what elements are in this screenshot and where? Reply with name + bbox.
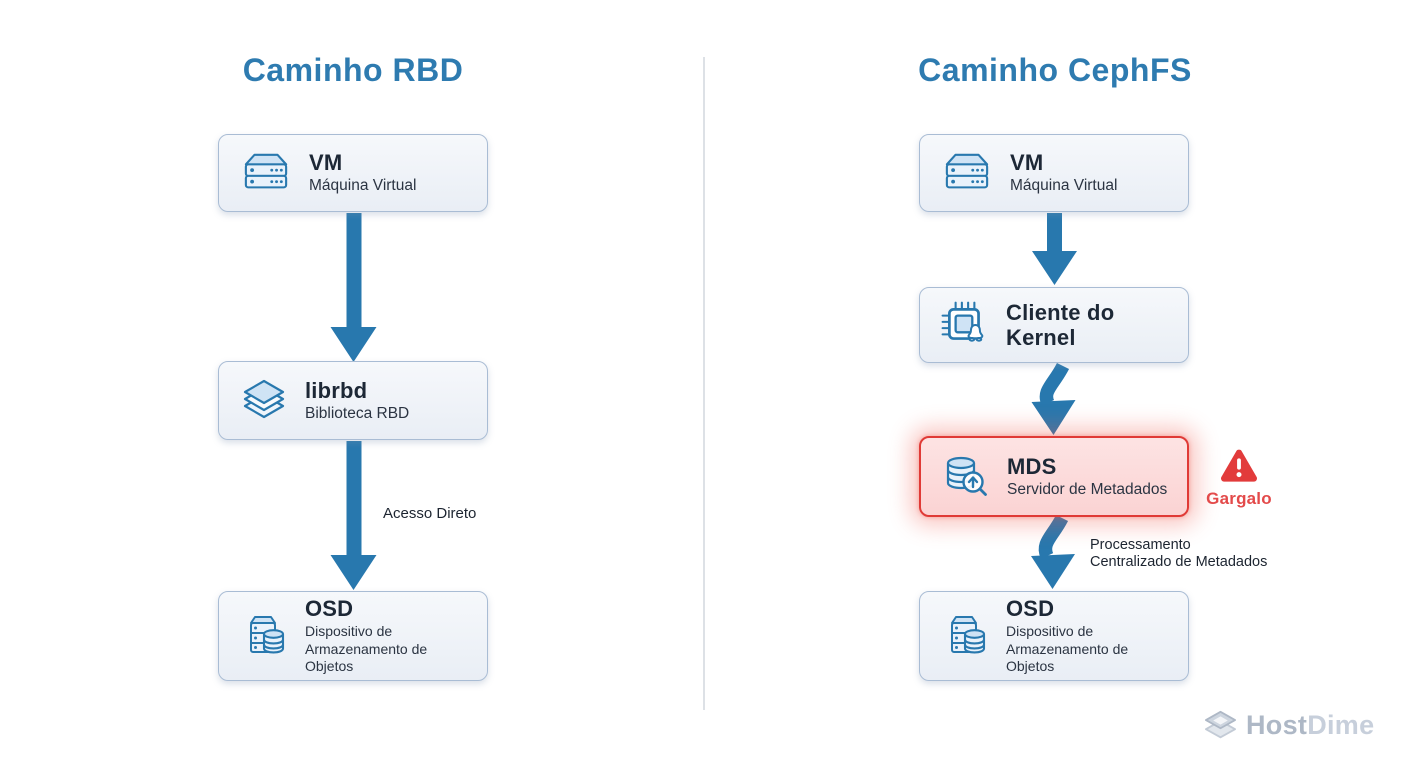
brand-part2: Dime [1307, 710, 1375, 740]
stacked-layers-icon [1205, 710, 1236, 738]
chip-linux-icon [941, 301, 984, 342]
server-database-icon [951, 616, 986, 654]
node-title: librbd [305, 377, 368, 403]
bottleneck-label: Gargalo [1206, 489, 1272, 508]
node-subtitle-line2: Armazenamento de Objetos [1006, 640, 1129, 675]
edge-label-direct-access: Acesso Direto [383, 505, 477, 522]
node-subtitle-line1: Dispositivo de [305, 623, 393, 640]
node-subtitle: Máquina Virtual [309, 177, 417, 195]
brand-part1: Host [1246, 710, 1308, 740]
column-divider [703, 57, 705, 710]
layers-icon [243, 379, 285, 418]
node-subtitle: Biblioteca RBD [305, 404, 410, 422]
node-title: MDS [1007, 453, 1057, 479]
right-column-title: Caminho CephFS [918, 52, 1192, 88]
node-title: OSD [1006, 596, 1055, 622]
node-title: VM [309, 150, 343, 176]
node-title: VM [1010, 150, 1044, 176]
brand-watermark: HostDime [1202, 708, 1374, 742]
server-icon [244, 153, 288, 189]
edge-label-line1: Processamento [1090, 537, 1191, 553]
node-cephfs-mds: MDS Servidor de Metadados [919, 436, 1189, 517]
edge-label-line2: Centralizado de Metadados [1090, 554, 1268, 571]
bottleneck-alert: Gargalo [1199, 447, 1279, 509]
node-title: OSD [305, 596, 354, 622]
server-icon [945, 153, 989, 189]
arrow-mds-to-osd [1031, 514, 1075, 589]
left-column-title: Caminho RBD [242, 52, 464, 88]
node-rbd-osd: OSD Dispositivo de Armazenamento de Obje… [218, 591, 488, 681]
arrow-kernel-to-mds [1031, 362, 1076, 435]
node-rbd-vm: VM Máquina Virtual [218, 134, 488, 212]
node-subtitle-line1: Dispositivo de [1006, 623, 1094, 640]
node-rbd-librbd: librbd Biblioteca RBD [218, 361, 488, 440]
arrow-vm-to-librbd [330, 213, 377, 362]
warning-triangle-icon [1221, 449, 1257, 482]
brand-name: HostDime [1246, 708, 1374, 742]
node-subtitle-line2: Armazenamento de Objetos [305, 640, 428, 675]
edge-label-metadata-processing: Processamento Centralizado de Metadados [1090, 537, 1267, 571]
arrow-librbd-to-osd [330, 441, 377, 590]
node-subtitle: Máquina Virtual [1010, 177, 1118, 195]
node-title: Cliente do Kernel [1006, 299, 1115, 350]
node-cephfs-osd: OSD Dispositivo de Armazenamento de Obje… [919, 591, 1189, 681]
database-search-icon [946, 456, 987, 496]
node-cephfs-kernel-client: Cliente do Kernel [919, 287, 1189, 363]
node-cephfs-vm: VM Máquina Virtual [919, 134, 1189, 212]
server-database-icon [250, 616, 285, 654]
node-subtitle: Servidor de Metadados [1007, 480, 1168, 498]
arrow-vm-to-kernel [1032, 213, 1077, 285]
